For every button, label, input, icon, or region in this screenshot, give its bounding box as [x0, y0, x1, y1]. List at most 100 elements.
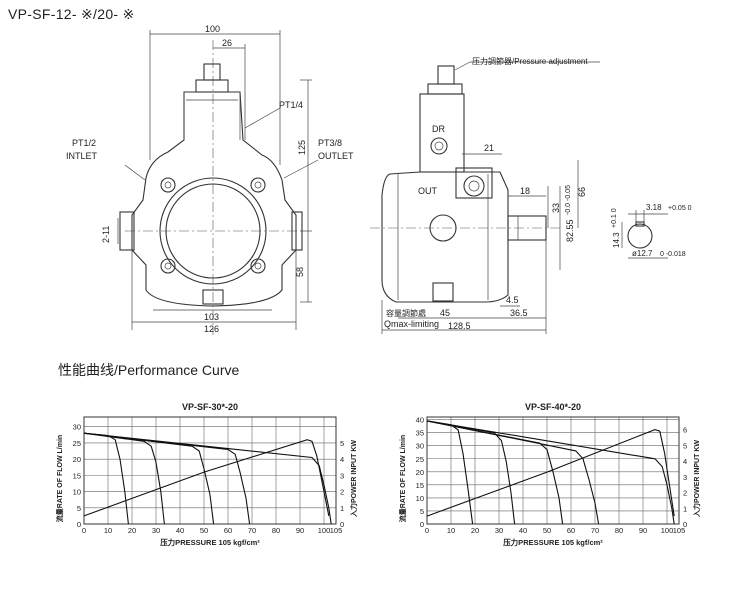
- label-qmax-en: Qmax-limiting: [384, 319, 439, 329]
- dim-12-7: ø12.7: [632, 249, 653, 258]
- chart1-y2-tick-0: 0: [340, 520, 344, 529]
- chart2-x-tick-4: 40: [519, 526, 527, 535]
- chart2-y-tick-6: 30: [416, 442, 424, 451]
- chart1-y-tick-4: 20: [73, 455, 81, 464]
- chart1-x-tick-5: 50: [200, 526, 208, 535]
- chart2-y2-tick-6: 6: [683, 426, 687, 435]
- dim-128-5: 128.5: [448, 321, 471, 331]
- chart1-x-tick-9: 90: [296, 526, 304, 535]
- chart1-series-4: [83, 432, 332, 525]
- chart1-series-2: [83, 432, 215, 525]
- chart2-series-0: [426, 420, 474, 525]
- dim-36-5: 36.5: [510, 308, 528, 318]
- dim-33: 33: [551, 203, 561, 213]
- dim-26: 26: [222, 38, 232, 48]
- chart2-y-tick-5: 25: [416, 455, 424, 464]
- chart2-x-tick-3: 30: [495, 526, 503, 535]
- chart1-y2-tick-4: 4: [340, 455, 344, 464]
- label-dr: DR: [432, 124, 445, 134]
- chart2-x-tick-6: 60: [567, 526, 575, 535]
- chart2-x-tick-10: 100: [661, 526, 674, 535]
- chart2-series-3: [426, 420, 600, 525]
- front-view: 100 26 PT1/4 PT1/2 INTLE: [66, 24, 354, 335]
- chart2-x-tick-11: 105: [673, 526, 686, 535]
- chart2-x-tick-2: 20: [471, 526, 479, 535]
- page-title: VP-SF-12- ※/20- ※: [8, 6, 135, 22]
- dim-82-55: 82.55: [565, 219, 575, 242]
- chart2-x-tick-1: 10: [447, 526, 455, 535]
- chart2-series-4: [426, 420, 675, 525]
- chart1-y2-tick-2: 2: [340, 488, 344, 497]
- chart1-x-tick-3: 30: [152, 526, 160, 535]
- chart2-y2-tick-0: 0: [683, 520, 687, 529]
- dim-66: 66: [577, 187, 587, 197]
- dim-100: 100: [205, 24, 220, 34]
- label-pt12: PT1/2: [72, 138, 96, 148]
- chart2-plot-frame: [426, 416, 680, 525]
- dim-126: 126: [204, 324, 219, 334]
- dim-3-18-tol: +0.05 0: [668, 205, 692, 212]
- chart1-x-tick-4: 40: [176, 526, 184, 535]
- label-qmax-cn: 容量調節處: [386, 308, 426, 318]
- label-pt14: PT1/4: [279, 100, 303, 110]
- chart2-y-tick-2: 10: [416, 494, 424, 503]
- dim-4-5: 4.5: [506, 295, 519, 305]
- dim-125: 125: [297, 140, 307, 155]
- chart1-ylabel: 流量RATE OF FLOW L/min: [55, 435, 64, 522]
- dim-14-3: 14.3: [612, 232, 621, 248]
- chart1-y-tick-2: 10: [73, 488, 81, 497]
- chart2-y-tick-4: 20: [416, 468, 424, 477]
- chart2-x-tick-9: 90: [639, 526, 647, 535]
- chart2-y2-tick-5: 5: [683, 441, 687, 450]
- chart1-x-tick-7: 70: [248, 526, 256, 535]
- chart1-y-tick-0: 0: [77, 520, 81, 529]
- chart1-title: VP-SF-30*-20: [182, 402, 238, 412]
- chart2-xlabel: 压力PRESSURE 105 kgf/cm²: [503, 537, 603, 547]
- dim-3-18: 3.18: [646, 203, 662, 212]
- pump-drawing: 100 26 PT1/4 PT1/2 INTLE: [66, 24, 692, 335]
- chart2-x-tick-7: 70: [591, 526, 599, 535]
- chart1-series-0: [83, 432, 129, 525]
- chart2-y-tick-1: 5: [420, 507, 424, 516]
- chart1-y2-tick-5: 5: [340, 439, 344, 448]
- chart2-ylabel: 流量RATE OF FLOW L/min: [398, 435, 407, 522]
- shaft-section: 3.18 +0.05 0 14.3 +0.1 0 ø12.7 0 -0.018: [611, 203, 692, 259]
- chart1-x-tick-11: 105: [330, 526, 343, 535]
- chart2-x-tick-0: 0: [425, 526, 429, 535]
- chart1-y2label: 入力POWER INPUT KW: [349, 440, 358, 518]
- chart1-x-tick-1: 10: [104, 526, 112, 535]
- chart2-y-tick-0: 0: [420, 520, 424, 529]
- chart1-x-tick-0: 0: [82, 526, 86, 535]
- dim-12-7-tol: 0 -0.018: [660, 251, 686, 258]
- chart2-y2-tick-1: 1: [683, 504, 687, 513]
- chart1-x-tick-10: 100: [318, 526, 331, 535]
- chart1-y-tick-5: 25: [73, 439, 81, 448]
- dim-21: 21: [484, 143, 494, 153]
- dim-58: 58: [295, 267, 305, 277]
- chart1-y-tick-6: 30: [73, 423, 81, 432]
- chart1-series-3: [83, 432, 251, 525]
- dim-45: 45: [440, 308, 450, 318]
- chart1-x-tick-6: 60: [224, 526, 232, 535]
- chart1-plot-frame: [83, 416, 337, 525]
- chart2-y-tick-7: 35: [416, 429, 424, 438]
- chart2-y-tick-8: 40: [416, 416, 424, 425]
- chart1-x-tick-2: 20: [128, 526, 136, 535]
- chart1-y-tick-3: 15: [73, 471, 81, 480]
- dim-103: 103: [204, 312, 219, 322]
- chart1-x-tick-8: 80: [272, 526, 280, 535]
- side-view: 压力調節器/Pressure adjustment DR OUT 21 18 3…: [370, 56, 600, 334]
- chart2-title: VP-SF-40*-20: [525, 402, 581, 412]
- chart2-x-tick-8: 80: [615, 526, 623, 535]
- chart2-y2-tick-3: 3: [683, 473, 687, 482]
- section-title: 性能曲线/Performance Curve: [58, 362, 240, 378]
- chart2-y2-tick-4: 4: [683, 457, 687, 466]
- chart1-series-1: [83, 432, 165, 525]
- chart2-series-5: [426, 429, 675, 517]
- dim-2-11: 2-11: [101, 226, 111, 243]
- chart1-y2-tick-3: 3: [340, 471, 344, 480]
- label-pt38: PT3/8: [318, 138, 342, 148]
- dim-82-55-tol: -0.0 -0.05: [565, 185, 572, 215]
